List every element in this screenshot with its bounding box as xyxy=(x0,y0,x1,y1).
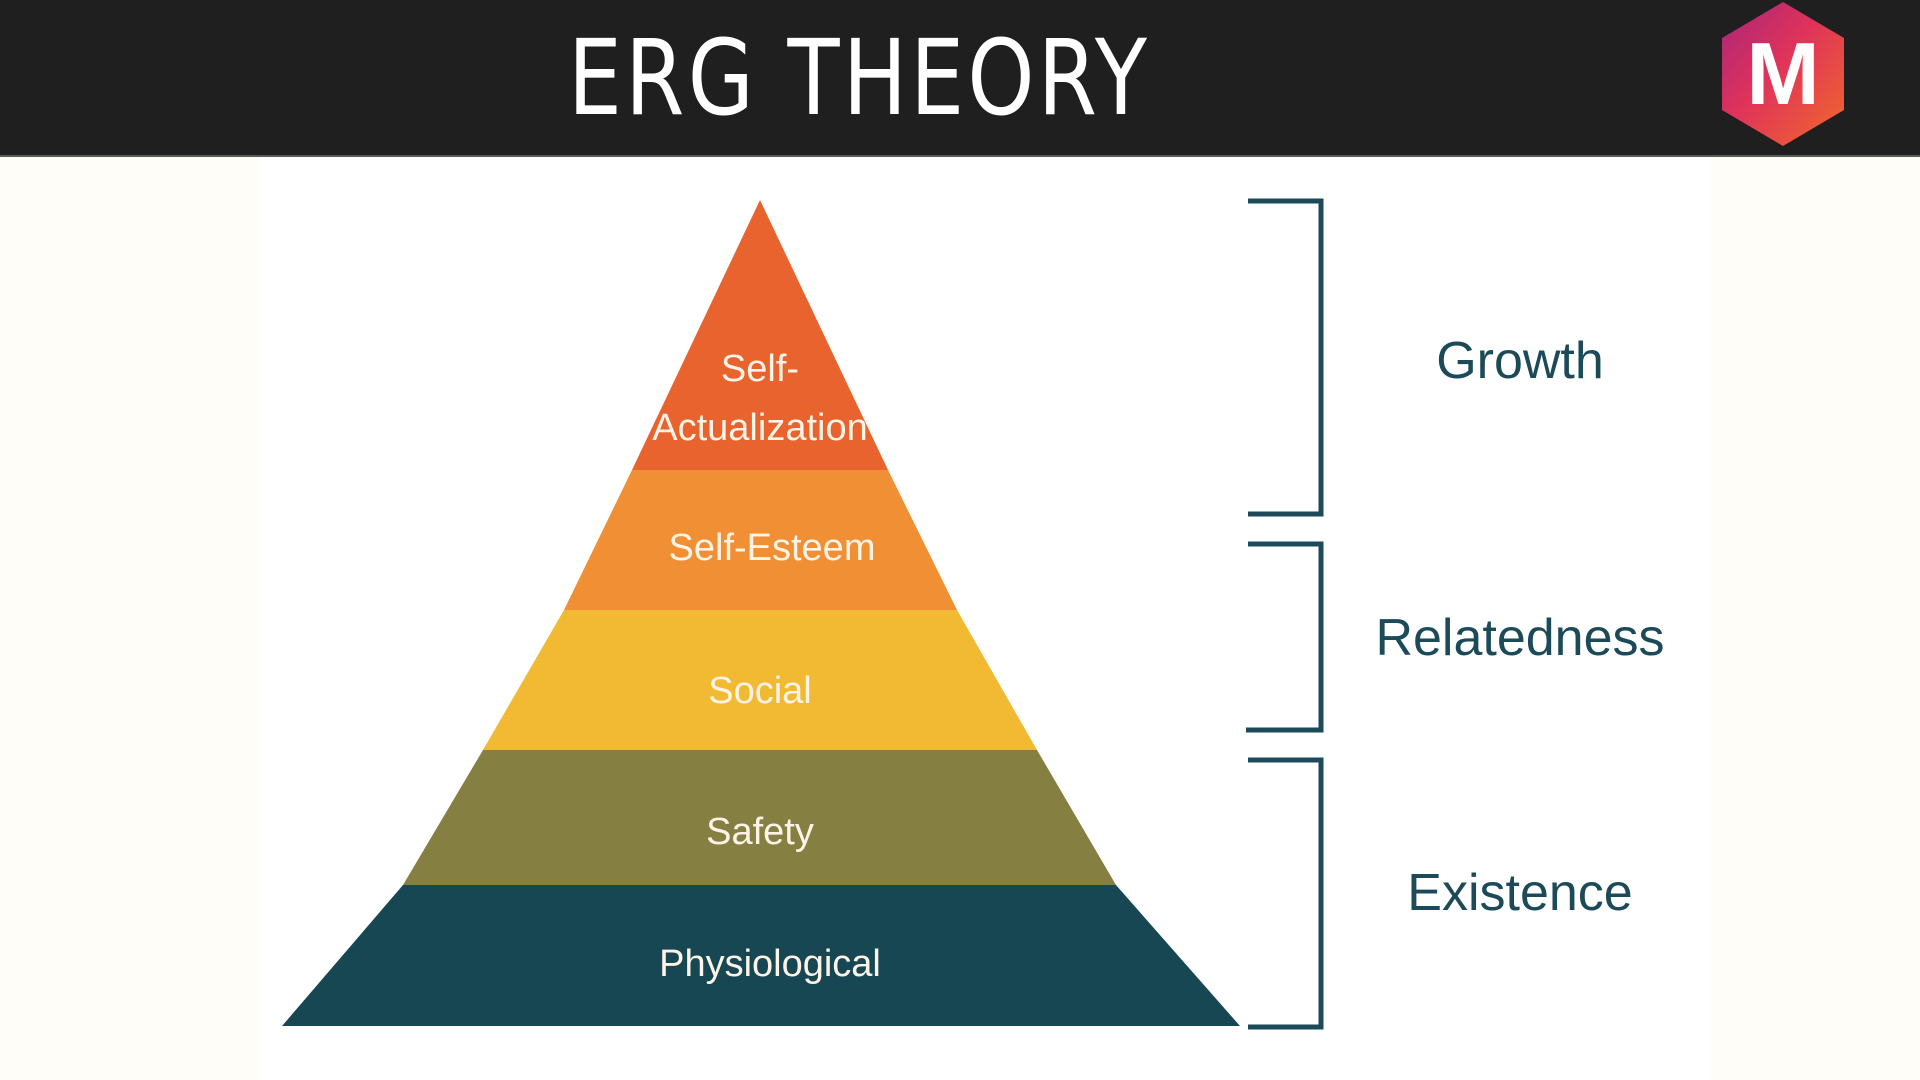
brand-logo-icon: M xyxy=(1718,0,1848,148)
label-social: Social xyxy=(708,670,812,712)
diagram-canvas: Self- Actualization Self-Esteem Social S… xyxy=(260,157,1710,1080)
logo-letter: M xyxy=(1746,24,1819,123)
label-self-actualization-line1: Self- xyxy=(720,348,800,390)
label-self-esteem: Self-Esteem xyxy=(668,527,876,569)
layer-self-actualization xyxy=(632,200,888,470)
group-label-relatedness: Relatedness xyxy=(1375,609,1665,667)
page-title: ERG THEORY xyxy=(568,17,1151,139)
label-physiological: Physiological xyxy=(659,943,881,985)
bracket-growth xyxy=(1248,198,1324,517)
header-bar: ERG THEORY M xyxy=(0,0,1920,157)
group-label-existence: Existence xyxy=(1407,864,1633,922)
layer-safety xyxy=(403,750,1116,885)
label-safety: Safety xyxy=(706,811,814,853)
group-label-growth: Growth xyxy=(1436,332,1604,390)
bracket-relatedness xyxy=(1246,541,1324,733)
layer-physiological xyxy=(282,885,1240,1026)
label-self-actualization-line2: Actualization xyxy=(652,407,868,449)
layer-social xyxy=(483,610,1037,750)
bracket-existence xyxy=(1248,757,1324,1030)
layer-self-esteem xyxy=(564,470,957,610)
erg-pyramid-diagram xyxy=(282,198,1324,1030)
bracket-lines xyxy=(1246,198,1324,1030)
